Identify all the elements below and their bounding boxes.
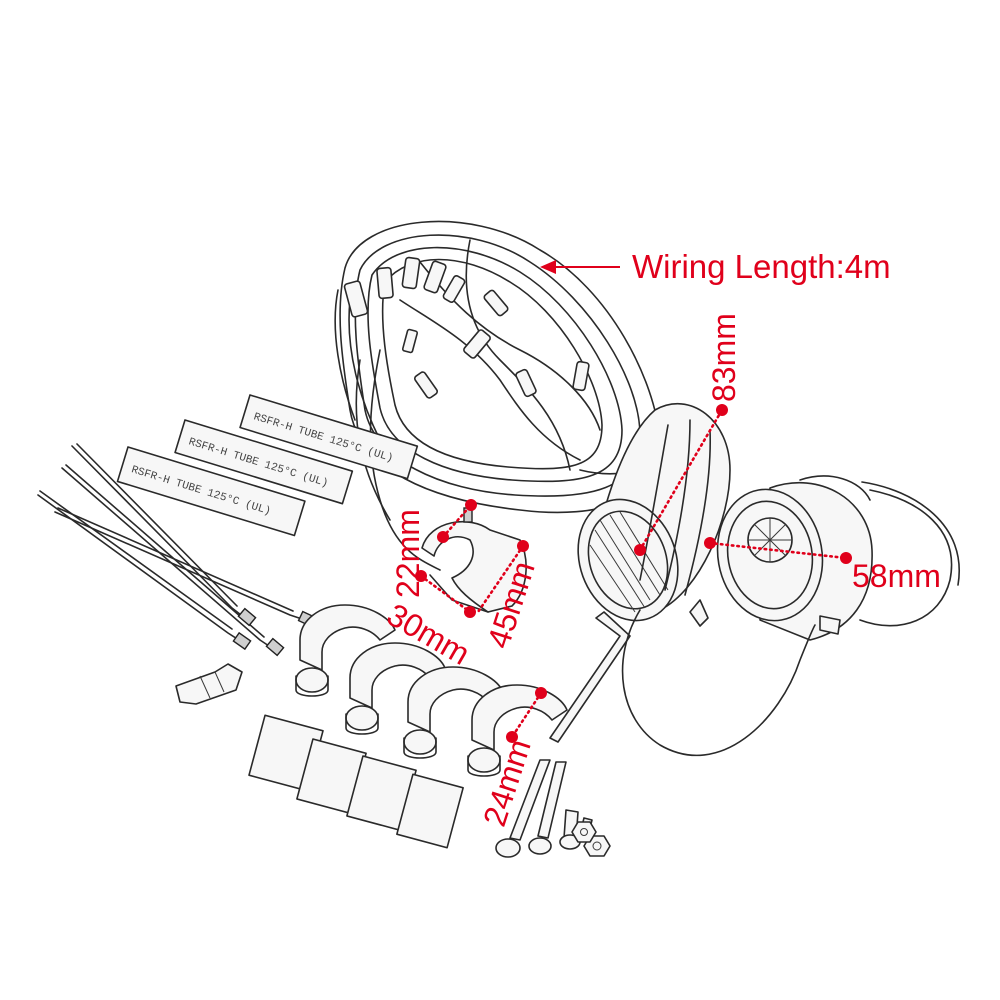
dim-dot-30-b: [464, 606, 476, 618]
dim-line-22: [441, 503, 473, 539]
dim-line-58: [708, 541, 848, 560]
dim-dot-45-a: [517, 540, 529, 552]
dim-dot-22-a: [437, 531, 449, 543]
dim-dot-58-b: [840, 552, 852, 564]
dim-dot-58-a: [704, 537, 716, 549]
hardware-bolts: [495, 759, 611, 858]
rubber-pads: [248, 714, 464, 849]
dim-dot-22-b: [465, 499, 477, 511]
wiring-length-label: Wiring Length:4m: [632, 248, 891, 285]
dim-line-30: [419, 574, 472, 614]
dimension-58mm: 58mm: [852, 558, 941, 594]
dimension-22mm: 22mm: [390, 509, 426, 598]
dim-dot-83-b: [716, 404, 728, 416]
spotlight-small: [716, 475, 873, 641]
cable-ties: [37, 443, 317, 657]
dim-line-83: [638, 408, 724, 552]
wiring-arrowhead: [540, 260, 556, 274]
dim-dot-83-a: [634, 544, 646, 556]
loose-wire-loops: [621, 481, 961, 757]
dim-line-24: [510, 691, 543, 739]
dimension-83mm: 83mm: [706, 313, 742, 402]
wiring-harness: [334, 220, 691, 571]
dim-dot-30-a: [415, 570, 427, 582]
dim-dot-24-b: [506, 731, 518, 743]
dim-line-45: [476, 544, 525, 614]
allen-key: [549, 611, 631, 743]
heat-shrink-tubes: RSFR-H TUBE 125°C (UL) RSFR-H TUBE 125°C…: [116, 394, 419, 537]
mounting-brackets: [295, 604, 568, 777]
dimension-markers: [415, 260, 852, 743]
dim-dot-24-a: [535, 687, 547, 699]
wire-tap-connector: [175, 663, 243, 705]
